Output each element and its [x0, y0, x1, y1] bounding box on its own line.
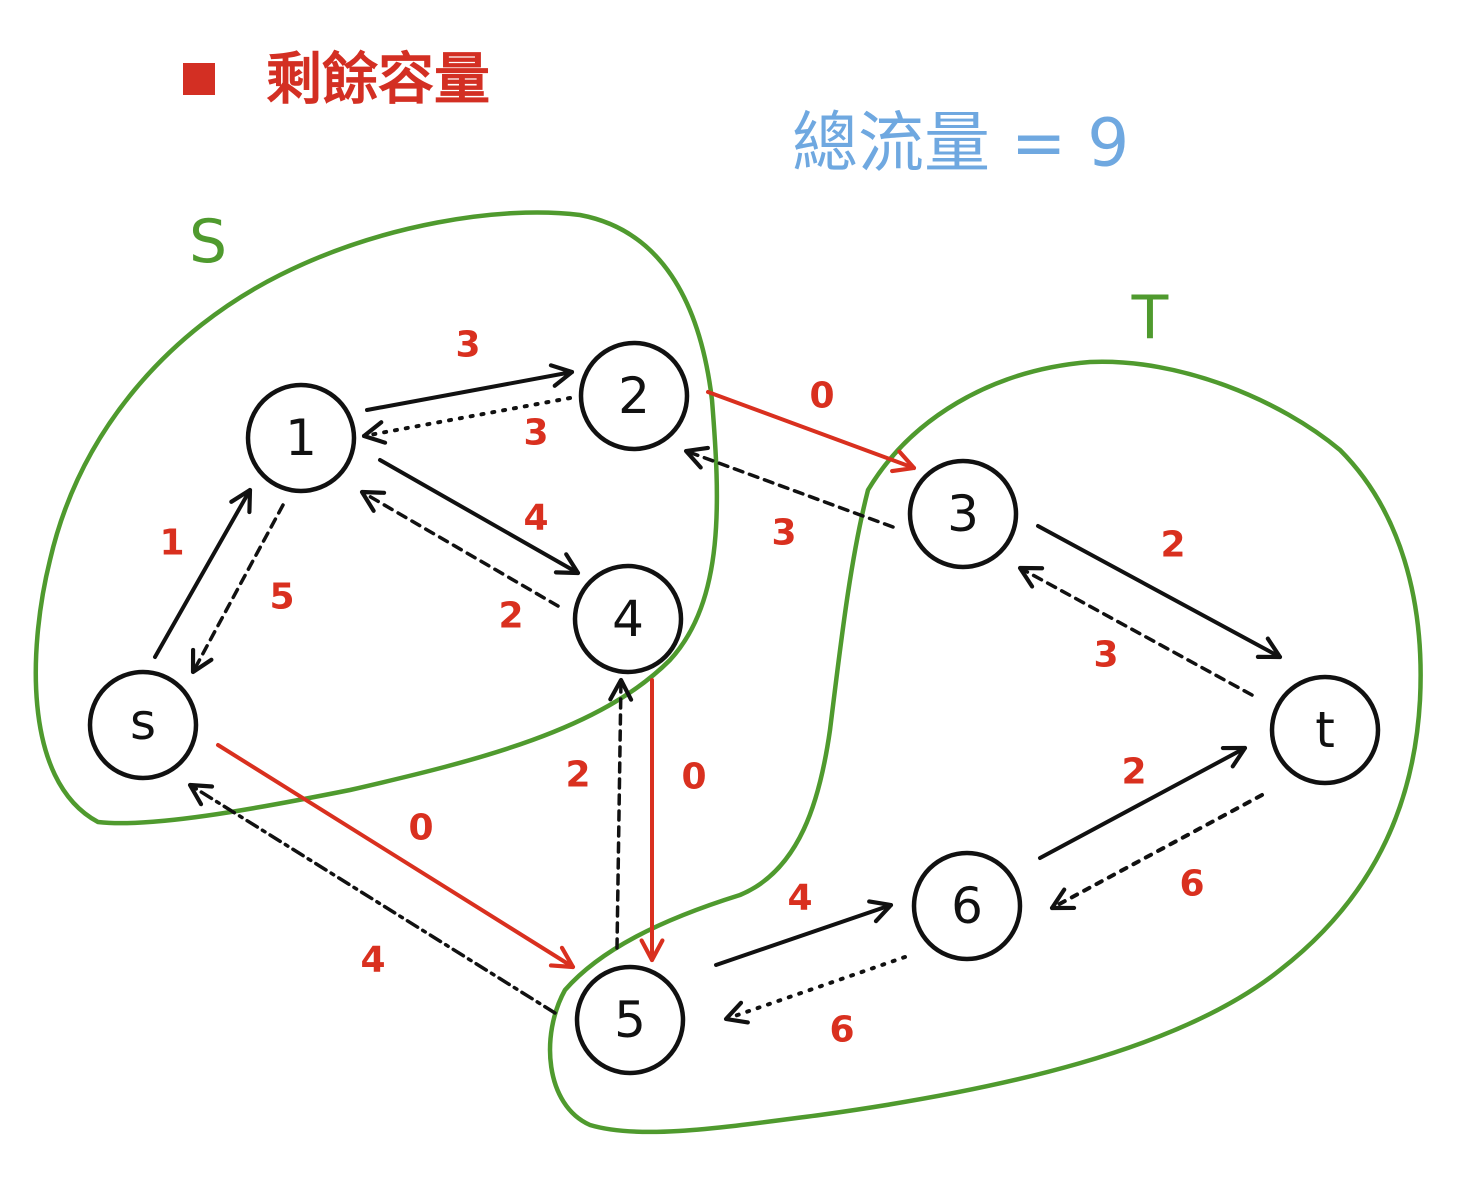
set-S-boundary — [33, 210, 720, 826]
edge-3-2 — [683, 445, 895, 529]
legend: 剩餘容量 — [183, 48, 490, 113]
nodes: s 1 2 3 4 5 6 t — [87, 340, 1381, 1076]
set-T-label: T — [1131, 283, 1169, 353]
edge-s-1 — [153, 487, 253, 659]
cap-t-6: 6 — [1179, 864, 1204, 905]
cap-4-5: 0 — [681, 757, 706, 798]
node-3-label: 3 — [947, 485, 979, 543]
cut-sets: S T — [33, 207, 1423, 1135]
edge-1-4 — [378, 458, 581, 576]
node-5: 5 — [574, 964, 686, 1076]
cap-2-3: 0 — [809, 376, 834, 417]
edge-2-1 — [361, 396, 572, 445]
edge-s-5 — [216, 743, 576, 970]
node-6: 6 — [911, 850, 1023, 962]
node-4: 4 — [572, 563, 684, 675]
edge-6-5 — [723, 955, 907, 1025]
cap-3-t: 2 — [1160, 525, 1185, 566]
edge-5-6 — [714, 899, 894, 967]
cap-1-s: 5 — [269, 577, 294, 618]
set-S-label: S — [189, 207, 227, 277]
edge-6-t — [1038, 745, 1248, 860]
node-t: t — [1269, 674, 1381, 786]
cap-1-2: 3 — [455, 325, 480, 366]
node-1-label: 1 — [285, 409, 317, 467]
cap-2-1: 3 — [523, 413, 548, 454]
legend-label: 剩餘容量 — [266, 48, 490, 113]
capacity-labels: 1 5 3 3 4 2 0 3 2 3 0 4 0 2 4 6 2 6 — [159, 325, 1204, 1051]
node-2-label: 2 — [618, 367, 650, 425]
node-5-label: 5 — [614, 991, 646, 1049]
total-flow-label: 總流量 = 9 — [792, 105, 1129, 182]
node-3: 3 — [907, 458, 1019, 570]
edge-5-4 — [608, 677, 634, 950]
cap-6-t: 2 — [1121, 752, 1146, 793]
cap-t-3: 3 — [1093, 635, 1118, 676]
edge-5-s — [187, 782, 557, 1015]
node-6-label: 6 — [951, 877, 983, 935]
cap-1-4: 4 — [523, 498, 548, 539]
node-s-label: s — [130, 693, 156, 751]
node-1: 1 — [245, 382, 357, 494]
cap-4-1: 2 — [498, 596, 523, 637]
cap-5-s: 4 — [360, 940, 385, 981]
edge-1-s — [190, 503, 285, 675]
cap-6-5: 6 — [829, 1010, 854, 1051]
cap-5-6: 4 — [787, 878, 812, 919]
node-4-label: 4 — [612, 590, 644, 648]
edge-1-2 — [365, 363, 575, 412]
legend-swatch — [183, 63, 215, 95]
edge-t-3 — [1017, 565, 1254, 697]
edge-2-3 — [706, 390, 917, 474]
set-T-boundary — [547, 359, 1423, 1135]
edge-4-1 — [359, 489, 560, 608]
edges — [153, 363, 1283, 1025]
cap-s-1: 1 — [159, 523, 184, 564]
cap-3-2: 3 — [771, 513, 796, 554]
node-s: s — [87, 669, 199, 781]
node-t-label: t — [1315, 701, 1335, 759]
edge-3-t — [1036, 524, 1283, 660]
cap-s-5: 0 — [408, 808, 433, 849]
node-2: 2 — [578, 340, 690, 452]
edge-t-6 — [1049, 793, 1264, 911]
cap-5-4: 2 — [565, 755, 590, 796]
